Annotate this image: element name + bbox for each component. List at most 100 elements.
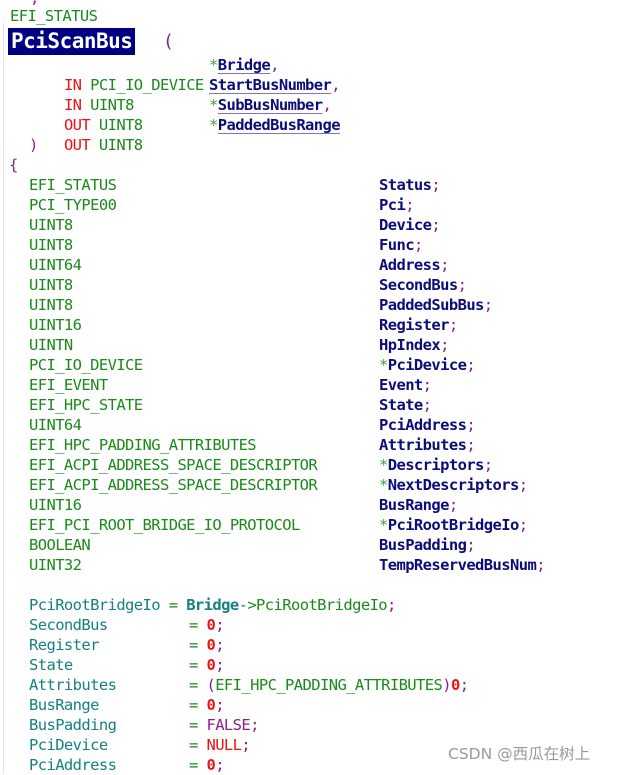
local-type: EFI_PCI_ROOT_BRIDGE_IO_PROTOCOL [29, 516, 300, 534]
pointer-star: * [379, 356, 388, 374]
semicolon: ; [448, 316, 458, 334]
rhs-number: 0 [206, 696, 216, 714]
editor-gutter-line [3, 22, 4, 774]
pointer-star: * [209, 116, 218, 134]
local-var-cell: Address; [379, 255, 449, 275]
local-name[interactable]: PciDevice [387, 356, 467, 374]
local-decl: EFI_PCI_ROOT_BRIDGE_IO_PROTOCOL [29, 515, 300, 535]
statement: Attributes [29, 675, 117, 695]
pointer-star: * [379, 456, 388, 474]
local-decl: EFI_STATUS [29, 175, 117, 195]
local-decl: UINT16 [29, 495, 82, 515]
local-decl: PCI_IO_DEVICE [29, 355, 143, 375]
statement-rhs: = NULL; [189, 735, 251, 755]
statement: PciAddress [29, 755, 117, 775]
local-name[interactable]: Pci [379, 196, 406, 214]
semicolon: ; [466, 436, 476, 454]
semicolon: ; [483, 296, 493, 314]
semicolon: ; [448, 496, 458, 514]
assign-op: = [189, 656, 198, 674]
param-line: OUT UINT8 [29, 95, 143, 134]
statement-lhs[interactable]: PciRootBridgeIo [29, 596, 161, 614]
local-name[interactable]: PciAddress [379, 416, 467, 434]
local-var-cell: BusPadding; [379, 535, 476, 555]
csdn-watermark: CSDN @西瓜在树上 [448, 745, 591, 763]
rhs-object[interactable]: Bridge [186, 596, 239, 614]
rhs-number: 0 [206, 756, 216, 774]
local-name[interactable]: SecondBus [379, 276, 458, 294]
local-decl: EFI_HPC_PADDING_ATTRIBUTES [29, 435, 257, 455]
local-name[interactable]: HpIndex [379, 336, 441, 354]
semicolon: ; [459, 676, 469, 694]
local-decl: PCI_TYPE00 [29, 195, 117, 215]
param-name-cell: *SubBusNumber, [209, 95, 332, 115]
statement-lhs[interactable]: BusRange [29, 696, 99, 714]
assign-op: = [189, 716, 198, 734]
statement-lhs[interactable]: PciDevice [29, 736, 108, 754]
function-name-highlighted[interactable]: PciScanBus [8, 28, 136, 55]
local-name[interactable]: Register [379, 316, 449, 334]
local-decl: EFI_ACPI_ADDRESS_SPACE_DESCRIPTOR [29, 475, 318, 495]
local-name[interactable]: NextDescriptors [387, 476, 520, 494]
local-name[interactable]: Status [379, 176, 432, 194]
statement: PciDevice [29, 735, 108, 755]
statement: PciRootBridgeIo = Bridge->PciRootBridgeI… [29, 595, 396, 615]
local-type: EFI_HPC_PADDING_ATTRIBUTES [29, 436, 257, 454]
local-var-cell: HpIndex; [379, 335, 449, 355]
rhs-number: 0 [450, 676, 460, 694]
param-name-cell: *PaddedBusRange [209, 115, 341, 135]
local-name[interactable]: Address [379, 256, 441, 274]
semicolon: ; [215, 616, 224, 634]
local-name[interactable]: Event [379, 376, 423, 394]
local-name[interactable]: Descriptors [387, 456, 485, 474]
semicolon: ; [241, 736, 251, 754]
assign-op: = [189, 676, 198, 694]
semicolon: ; [413, 236, 423, 254]
param-direction: OUT [63, 136, 91, 154]
semicolon: ; [518, 516, 528, 534]
pointer-star: * [379, 516, 388, 534]
semicolon: ; [466, 536, 476, 554]
local-name[interactable]: PciRootBridgeIo [387, 516, 520, 534]
local-name[interactable]: TempReservedBusNum [379, 556, 537, 574]
local-var-cell: SecondBus; [379, 275, 467, 295]
semicolon: ; [483, 456, 493, 474]
local-name[interactable]: BusPadding [379, 536, 467, 554]
local-name[interactable]: BusRange [379, 496, 449, 514]
local-name[interactable]: Attributes [379, 436, 467, 454]
param-name[interactable]: SubBusNumber [217, 96, 323, 114]
statement-lhs[interactable]: Attributes [29, 676, 117, 694]
param-name[interactable]: StartBusNumber [209, 76, 332, 94]
param-separator: , [322, 96, 332, 114]
local-name[interactable]: State [379, 396, 423, 414]
param-name-cell: *Bridge, [209, 55, 279, 75]
assign-op: = [189, 616, 198, 634]
pointer-star: * [379, 476, 388, 494]
statement-lhs[interactable]: State [29, 656, 73, 674]
statement-lhs[interactable]: Register [29, 636, 99, 654]
param-name[interactable]: PaddedBusRange [217, 116, 341, 134]
semicolon: ; [215, 696, 224, 714]
param-name[interactable]: Bridge [217, 56, 271, 74]
local-type: EFI_ACPI_ADDRESS_SPACE_DESCRIPTOR [29, 476, 318, 494]
semicolon: ; [387, 596, 396, 614]
cast-close-paren: ) [442, 676, 451, 694]
statement-rhs: = 0; [189, 635, 225, 655]
local-var-cell: Event; [379, 375, 432, 395]
local-name[interactable]: PaddedSubBus [379, 296, 484, 314]
semicolon: ; [215, 636, 224, 654]
local-decl: UINT8 [29, 215, 73, 235]
local-decl: BOOLEAN [29, 535, 91, 555]
param-direction: OUT [63, 116, 91, 134]
cast-type: EFI_HPC_PADDING_ATTRIBUTES [215, 676, 443, 694]
local-name[interactable]: Device [379, 216, 432, 234]
statement-lhs[interactable]: PciAddress [29, 756, 117, 774]
local-type: UINT64 [29, 416, 82, 434]
cast-open-paren: ( [206, 676, 216, 694]
statement-lhs[interactable]: SecondBus [29, 616, 108, 634]
param-separator: , [331, 76, 340, 94]
local-name[interactable]: Func [379, 236, 415, 254]
local-var-cell: BusRange; [379, 495, 458, 515]
statement-lhs[interactable]: BusPadding [29, 716, 117, 734]
statement-rhs: = 0; [189, 755, 225, 775]
